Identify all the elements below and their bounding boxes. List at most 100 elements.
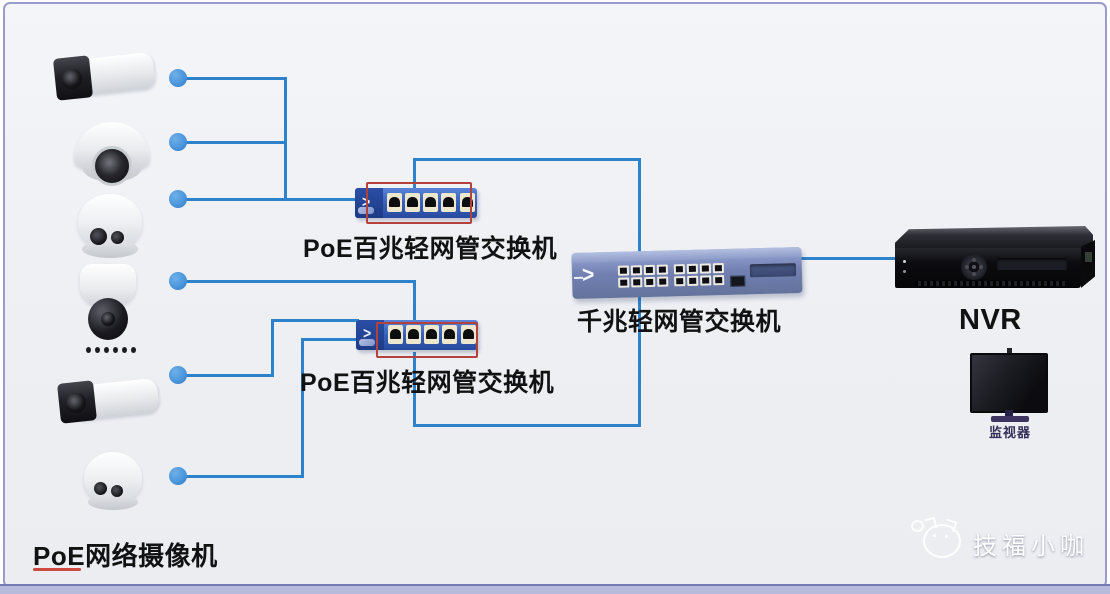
- cable-cam5-h2: [271, 319, 359, 322]
- rj45-port: [441, 193, 456, 212]
- rj45-port: [617, 265, 630, 276]
- watermark: 技福小咖: [905, 514, 1100, 564]
- cat-eye-icon: [945, 535, 948, 538]
- connection-node-2: [169, 133, 187, 151]
- monitor-base: [991, 416, 1029, 422]
- nvr-front-face: [895, 248, 1081, 288]
- rj45-port: [657, 276, 669, 287]
- chevron-logo-icon: >: [363, 323, 372, 343]
- port-group-2: [673, 263, 725, 287]
- border-frame: [3, 2, 1107, 588]
- sfp-port: [730, 275, 746, 287]
- nvr-side-face: [1081, 240, 1095, 288]
- label-monitor: 监视器: [988, 425, 1031, 440]
- connection-node-3: [169, 190, 187, 208]
- cable-cam4-v: [413, 280, 416, 322]
- gigabit-switch: >: [571, 242, 804, 300]
- watermark-sparkle-icon: [911, 520, 924, 532]
- nvr-device: [893, 226, 1095, 290]
- cable-sw2-down-h: [413, 424, 641, 427]
- label-poe-switch-1: PoE百兆轻网管交换机: [303, 235, 558, 263]
- cable-cam2-h: [178, 141, 286, 144]
- nvr-top-face: [895, 226, 1093, 250]
- cat-ear-icon: [923, 516, 938, 531]
- rj45-port: [643, 264, 656, 276]
- rj45-port: [687, 275, 699, 286]
- ptz-camera-lens: [101, 312, 115, 326]
- cable-cam6-h: [178, 475, 304, 478]
- rj45-port: [644, 276, 656, 288]
- front-recess: [997, 258, 1067, 270]
- nav-dial: [961, 254, 987, 280]
- monitor-device: [970, 348, 1050, 424]
- cable-cam5-h: [178, 374, 274, 377]
- port-group-1: [617, 264, 669, 288]
- rj45-port: [713, 275, 725, 286]
- bullet-camera-lens: [62, 69, 82, 89]
- cat-eye-icon: [933, 534, 936, 537]
- bullet-camera-2-icon: [52, 372, 162, 434]
- cable-cam3-h: [178, 198, 358, 201]
- turret-camera-2-lens-2: [111, 485, 123, 497]
- bullet-camera-icon: [48, 46, 158, 108]
- rj45-port: [630, 265, 643, 276]
- cable-gsw-nvr: [797, 257, 897, 260]
- monitor-screen: [970, 353, 1048, 413]
- cable-sw2-down-v: [413, 352, 416, 427]
- monitor-stub: [1007, 348, 1012, 355]
- label-camera-group: PoE网络摄像机: [33, 541, 218, 571]
- gigabit-switch-top: [571, 246, 802, 264]
- monitor-neck: [1005, 410, 1013, 417]
- annotation-box-switch-1: [366, 182, 472, 224]
- turret-camera-base: [82, 240, 138, 258]
- label-nvr: NVR: [959, 304, 1022, 336]
- rj45-port: [424, 325, 439, 344]
- vent-slot: [749, 263, 797, 278]
- cable-sw1-up-v: [413, 159, 416, 191]
- label-poe-switch-2: PoE百兆轻网管交换机: [300, 369, 555, 397]
- rj45-port: [699, 263, 712, 274]
- poe-switch-2-label-plate: [359, 339, 375, 346]
- bottom-border: [0, 584, 1110, 594]
- connection-node-1: [169, 69, 187, 87]
- dome-camera-icon: [72, 120, 152, 188]
- rj45-port: [406, 325, 421, 344]
- turret-camera-lens-2: [111, 231, 124, 244]
- red-underline: [33, 568, 81, 571]
- cable-cam1-h: [178, 77, 286, 80]
- connection-node-5: [169, 366, 187, 384]
- connection-node-4: [169, 272, 187, 290]
- more-cameras-ellipsis: [86, 347, 136, 353]
- turret-camera-2-base: [88, 494, 138, 510]
- cable-cam6-v: [301, 338, 304, 478]
- annotation-box-switch-2: [376, 322, 478, 358]
- turret-camera-icon: [74, 194, 146, 264]
- chevron-logo-icon: >: [581, 262, 595, 288]
- turret-camera-2-icon: [80, 450, 146, 514]
- bullet-camera-2-lens: [66, 393, 86, 413]
- dome-camera-lens: [92, 146, 132, 186]
- turret-camera-lens-1: [90, 228, 107, 245]
- vent-row: [915, 281, 1065, 286]
- rj45-port: [673, 264, 686, 275]
- poe-switch-1: >: [355, 188, 477, 218]
- turret-camera-2-lens-1: [94, 482, 107, 495]
- watermark-text: 技福小咖: [973, 533, 1089, 560]
- rj45-port: [618, 277, 630, 288]
- cable-sw1-up-h: [413, 158, 641, 161]
- rj45-port: [388, 325, 403, 344]
- status-led: [903, 270, 906, 273]
- rj45-port: [423, 193, 438, 212]
- watermark-cat-icon: [923, 524, 961, 558]
- gigabit-switch-body: >: [571, 246, 803, 300]
- rj45-port: [405, 193, 420, 212]
- rj45-port: [461, 325, 476, 344]
- rj45-port: [442, 325, 457, 344]
- label-gigabit-switch: 千兆轻网管交换机: [577, 308, 782, 336]
- cable-bus1-v: [284, 77, 287, 201]
- ptz-camera-icon: [76, 264, 140, 348]
- cable-cam5-v: [271, 320, 274, 377]
- rj45-port: [686, 263, 699, 274]
- rj45-port: [656, 264, 669, 275]
- connection-node-6: [169, 467, 187, 485]
